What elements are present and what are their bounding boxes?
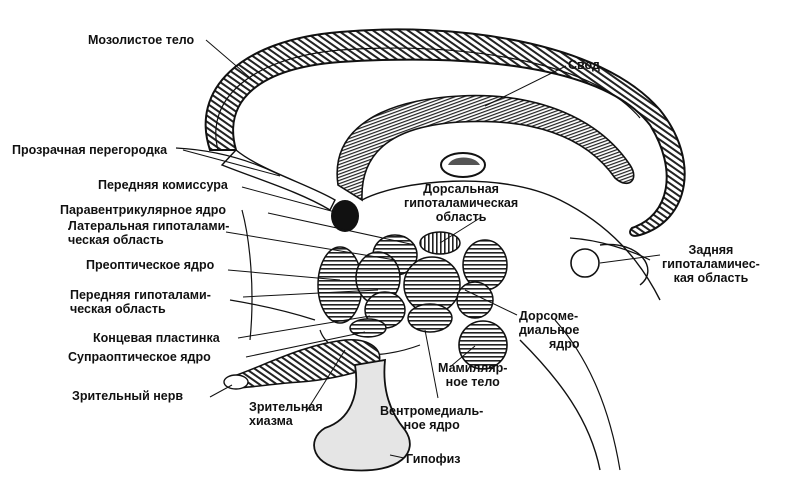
label-mammillary-body: Мамилляр- ное тело [438, 361, 507, 389]
label-optic-chiasm: Зрительная хиазма [249, 400, 323, 428]
label-posterior-hypothalamic-area: Задняя гипоталамичес- кая область [662, 243, 760, 285]
label-optic-nerve: Зрительный нерв [72, 389, 184, 403]
label-lateral-hypothalamic-area: Латеральная гипоталами- ческая область [68, 219, 229, 247]
label-supraoptic-nucleus: Супраоптическое ядро [68, 350, 211, 364]
label-dorsal-hypothalamic-area: Дорсальная гипоталамическая область [404, 182, 518, 224]
posterior-hypothalamic-area [570, 243, 649, 286]
label-ventromedial-nucleus: Вентромедиаль- ное ядро [380, 404, 483, 432]
label-paraventricular-nucleus: Паравентрикулярное ядро [60, 203, 227, 217]
label-line: диальное [519, 323, 580, 337]
corpus-callosum [204, 28, 686, 237]
label-line: гипоталамическая [404, 196, 519, 210]
label-line: гипоталамичес- [662, 257, 760, 271]
label-line: Зрительная [249, 400, 323, 414]
label-line: хиазма [249, 414, 293, 428]
thalamus-outline [319, 180, 661, 471]
label-preoptic-nucleus: Преоптическое ядро [86, 258, 215, 272]
label-line: ческая область [68, 233, 164, 247]
label-pituitary: Гипофиз [406, 452, 461, 466]
label-line: ное тело [445, 375, 500, 389]
label-line: Вентромедиаль- [380, 404, 484, 418]
label-line: область [435, 210, 487, 224]
label-dorsomedial-nucleus: Дорсоме- диальное ядро [519, 309, 580, 351]
label-line: ное ядро [403, 418, 460, 432]
label-fornix: Свод [568, 58, 600, 72]
label-line: ческая область [70, 302, 166, 316]
pituitary-gland [313, 358, 411, 472]
label-septum-pellucidum: Прозрачная перегородка [12, 143, 168, 157]
label-anterior-commissure: Передняя комиссура [98, 178, 228, 192]
label-line: кая область [673, 271, 749, 285]
label-line: Передняя гипоталами- [70, 288, 211, 302]
label-corpus-callosum: Мозолистое тело [88, 33, 195, 47]
label-lamina-terminalis: Концевая пластинка [93, 331, 220, 345]
interthalamic-adhesion [440, 152, 486, 178]
label-line: Дорсальная [423, 182, 499, 196]
label-line: Мамилляр- [438, 361, 508, 375]
septum-pellucidum [175, 147, 336, 211]
anterior-commissure [331, 200, 359, 232]
mammillary-body [458, 320, 508, 370]
label-anterior-hypothalamic-area: Передняя гипоталами- ческая область [70, 288, 211, 316]
leader-lines [182, 39, 661, 459]
fornix [336, 94, 635, 202]
label-line: Задняя [688, 243, 734, 257]
label-line: Дорсоме- [519, 309, 579, 323]
label-line: Латеральная гипоталами- [68, 219, 230, 233]
label-line: ядро [549, 337, 580, 351]
